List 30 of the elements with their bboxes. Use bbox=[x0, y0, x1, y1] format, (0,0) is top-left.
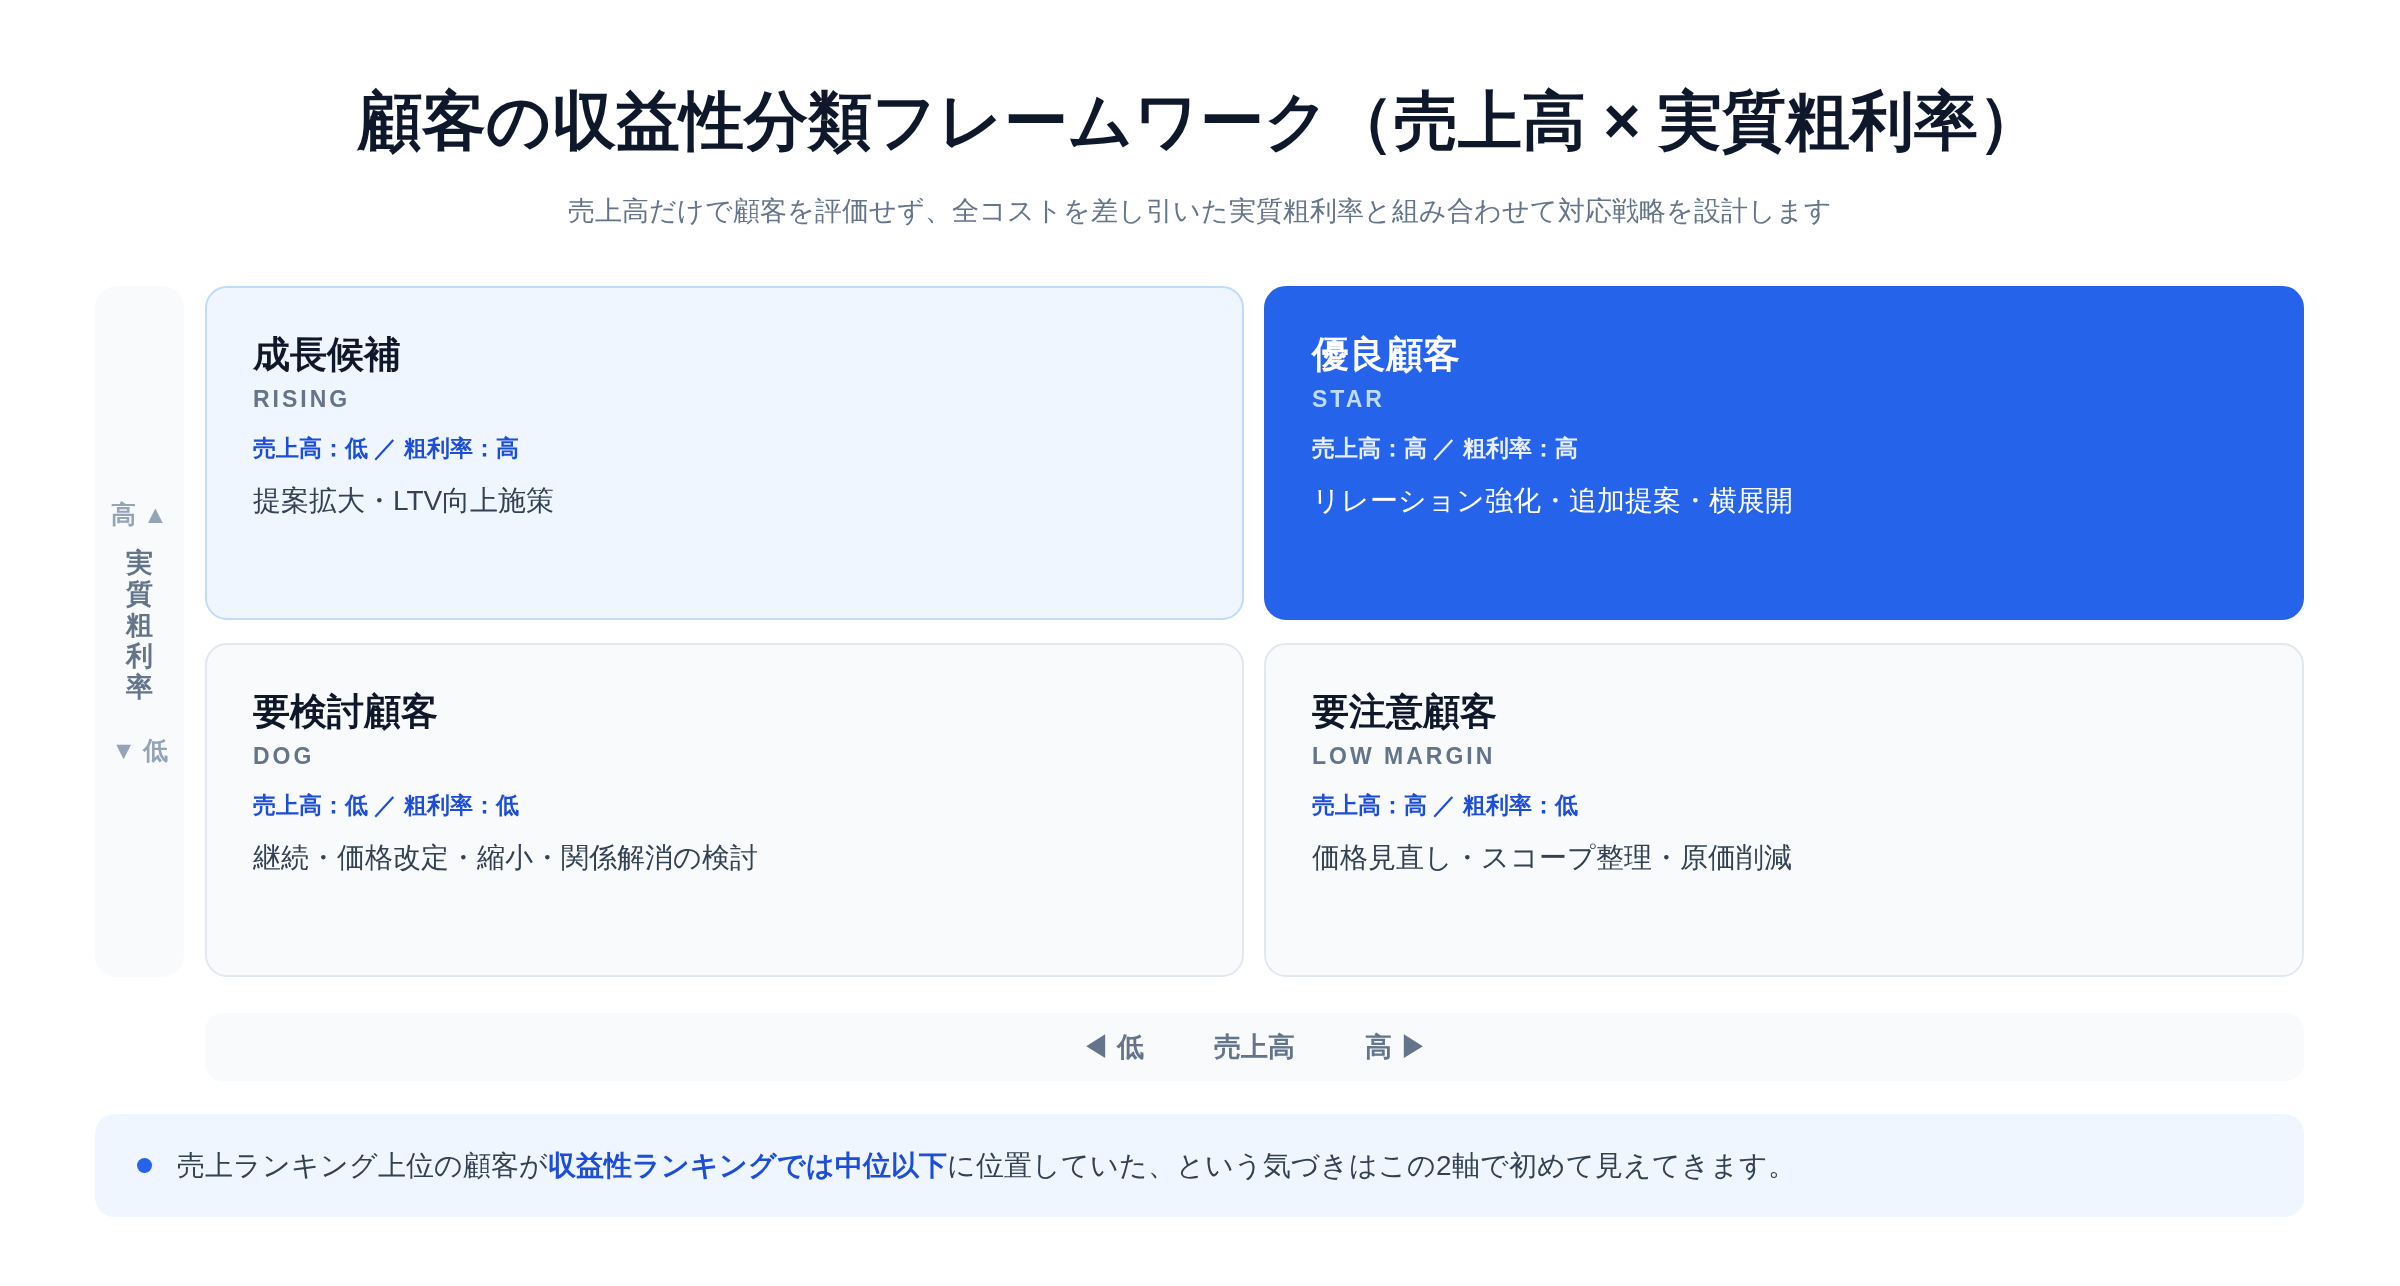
quadrant-title: 成長候補 bbox=[253, 333, 401, 377]
subtitle: 売上高だけで顧客を評価せず、全コストを差し引いた実質粗利率と組み合わせて対応戦略を設計します bbox=[568, 195, 1832, 228]
quadrant-title: 要注意顧客 bbox=[1312, 690, 1497, 734]
strategy-text: リレーション強化・追加提案・横展開 bbox=[1312, 484, 1793, 518]
axis-label: 高 ▶ bbox=[1365, 1031, 1427, 1064]
quadrant-card bbox=[205, 286, 1244, 620]
quadrant-card bbox=[1264, 286, 2304, 620]
criteria-text: 売上高：高 ／ 粗利率：低 bbox=[1312, 791, 1578, 820]
quadrant-subtitle: STAR bbox=[1312, 385, 1385, 414]
strategy-text: 提案拡大・LTV向上施策 bbox=[253, 484, 555, 518]
axis-label: ▼ 低 bbox=[111, 735, 168, 765]
note-text: 売上ランキング上位の顧客が収益性ランキングでは中位以下に位置していた、という気づきはこの2軸で初めて見えてきます。 bbox=[177, 1148, 1796, 1183]
criteria-text: 売上高：高 ／ 粗利率：高 bbox=[1312, 434, 1578, 463]
note-panel bbox=[95, 1114, 2304, 1217]
quadrant-title: 要検討顧客 bbox=[253, 690, 438, 734]
quadrant-subtitle: RISING bbox=[253, 385, 351, 414]
title: 顧客の収益性分類フレームワーク（売上高 × 実質粗利率） bbox=[357, 84, 2043, 159]
quadrant-subtitle: LOW MARGIN bbox=[1312, 742, 1496, 771]
criteria-text: 売上高：低 ／ 粗利率：低 bbox=[253, 791, 519, 820]
quadrant-card bbox=[1264, 643, 2304, 977]
axis-title: 実質粗利率 bbox=[125, 548, 154, 703]
strategy-text: 継続・価格改定・縮小・関係解消の検討 bbox=[253, 841, 758, 875]
criteria-text: 売上高：低 ／ 粗利率：高 bbox=[253, 434, 519, 463]
axis-label: ◀ 低 bbox=[1082, 1031, 1144, 1064]
quadrant-subtitle: DOG bbox=[253, 742, 315, 771]
quadrant-title: 優良顧客 bbox=[1312, 333, 1460, 377]
quadrant-card bbox=[205, 643, 1244, 977]
axis-title: 売上高 bbox=[1214, 1031, 1295, 1064]
axis-label: 高 ▲ bbox=[111, 499, 168, 529]
strategy-text: 価格見直し・スコープ整理・原価削減 bbox=[1312, 841, 1792, 875]
